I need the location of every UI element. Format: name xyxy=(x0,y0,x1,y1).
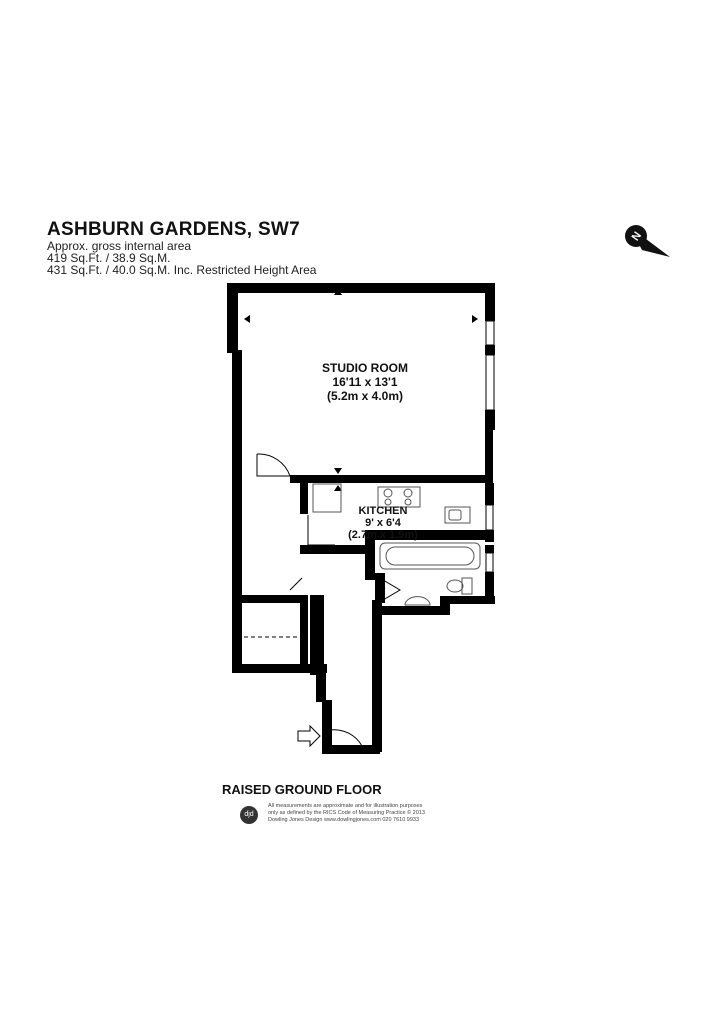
studio-room-name: STUDIO ROOM xyxy=(322,361,408,375)
wall-studio-bottom xyxy=(290,475,490,483)
wall-corridor-left-b xyxy=(316,672,326,702)
kitchen-label: KITCHEN 9' x 6'4 (2.7m x 1.9m) xyxy=(333,505,433,541)
cupboard-icon xyxy=(312,483,342,513)
hall-door xyxy=(256,453,291,477)
bathroom-fixtures xyxy=(379,542,481,606)
wall-corridor-left-c xyxy=(322,700,332,752)
wall-bath-bottom-a xyxy=(440,596,495,604)
entrance-door xyxy=(329,729,363,747)
compass-icon: N xyxy=(625,225,670,257)
basin-icon xyxy=(404,596,431,606)
windows xyxy=(485,320,495,573)
area-label: Approx. gross internal area xyxy=(47,239,192,253)
area-primary: 419 Sq.Ft. / 38.9 Sq.M. xyxy=(47,251,171,265)
wall-kitchen-right-a xyxy=(485,483,494,505)
wall-hall-left xyxy=(232,480,242,672)
arrow-right-icon xyxy=(472,315,478,323)
kitchen-door xyxy=(307,515,335,546)
wall-corridor-right xyxy=(372,600,382,752)
studio-room-metric: (5.2m x 4.0m) xyxy=(326,389,404,403)
wall-kitchen-bottom xyxy=(300,545,370,554)
wall-bath-top xyxy=(365,530,493,540)
arrow-markers xyxy=(244,289,478,553)
arrow-up-icon-2 xyxy=(334,485,342,491)
kitchen-metric: (2.7m x 1.9m) xyxy=(348,529,418,541)
bath-icon xyxy=(379,542,481,570)
entrance-arrow-icon xyxy=(297,724,321,748)
toilet-cistern-icon xyxy=(461,577,473,595)
designer-logo: djd xyxy=(240,806,258,824)
wall-entrance-bottom xyxy=(322,745,380,754)
kitchen-imperial: 9' x 6'4 xyxy=(365,517,401,529)
wall-kitchen-left xyxy=(300,482,308,514)
wall-right-c xyxy=(485,410,495,430)
studio-room-label: STUDIO ROOM 16'11 x 13'1 (5.2m x 4.0m) xyxy=(290,361,440,403)
walls xyxy=(227,283,495,754)
area-restricted: 431 Sq.Ft. / 40.0 Sq.M. Inc. Restricted … xyxy=(47,263,317,277)
doors xyxy=(244,453,401,747)
wall-right-d xyxy=(485,430,493,485)
sink-icon xyxy=(444,506,471,524)
wall-bath-right-b xyxy=(485,572,494,604)
arrow-left-icon xyxy=(244,315,250,323)
wall-hall-bottom-left xyxy=(232,664,327,673)
wall-bath-left xyxy=(365,530,375,580)
wall-bath-left-b xyxy=(375,573,385,603)
wall-corridor-left-a xyxy=(310,595,324,675)
floor-name: RAISED GROUND FLOOR xyxy=(222,782,382,797)
bathroom-door xyxy=(382,579,401,601)
kitchen-name: KITCHEN xyxy=(358,505,408,517)
wall-bath-bottom-b xyxy=(440,596,450,614)
studio-room-imperial: 16'11 x 13'1 xyxy=(332,375,398,389)
kitchen-fixtures xyxy=(312,483,471,524)
cupboard-door xyxy=(289,577,303,591)
wall-bath-right-a xyxy=(485,545,494,553)
wall-top xyxy=(227,283,495,293)
wall-bath-bottom-c xyxy=(380,606,450,615)
wall-right-b xyxy=(485,345,495,355)
arrow-up-icon xyxy=(334,289,342,295)
disclaimer-line-3: Dowling Jones Design www.dowlingjones.co… xyxy=(268,816,420,823)
arrow-down-icon-2 xyxy=(334,547,342,553)
wall-left-upper-a xyxy=(227,283,238,353)
property-title: ASHBURN GARDENS, SW7 xyxy=(47,219,301,240)
arrow-down-icon xyxy=(334,468,342,474)
disclaimer-line-2: only as defined by the RICS Code of Meas… xyxy=(268,809,425,816)
disclaimer-line-1: All measurements are approximate and for… xyxy=(268,803,423,809)
hob-icon xyxy=(377,486,421,508)
wall-cupboard-top xyxy=(240,595,300,603)
wall-cupboard-right xyxy=(300,595,308,665)
wall-left-upper-b xyxy=(232,350,242,484)
wall-right-a xyxy=(485,283,495,321)
disclaimer: All measurements are approximate and for… xyxy=(268,803,453,823)
toilet-icon xyxy=(446,579,464,593)
